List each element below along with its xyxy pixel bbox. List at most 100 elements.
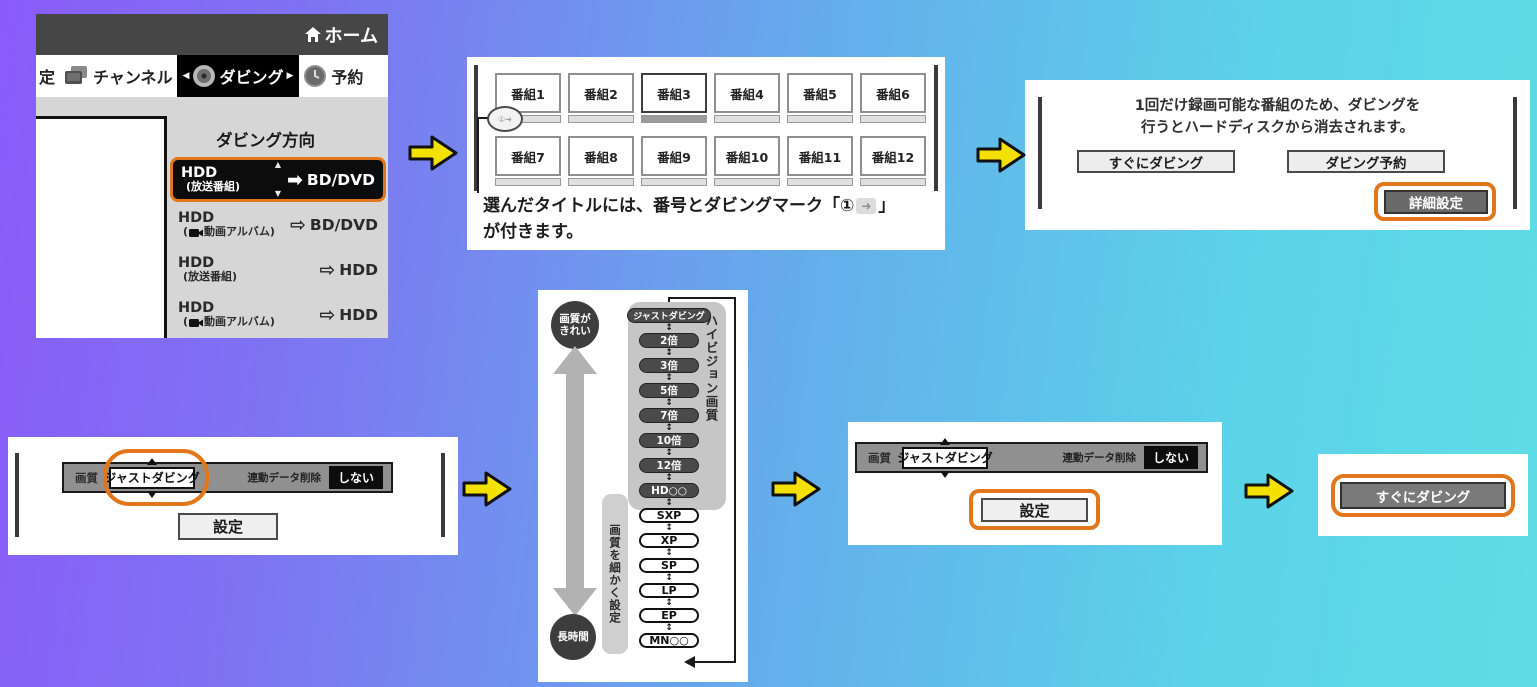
- set-button[interactable]: 設定: [178, 513, 278, 540]
- tab-reserve-label: 予約: [331, 68, 364, 87]
- program-cell[interactable]: 番組1: [495, 73, 561, 123]
- program-cell[interactable]: 番組12: [860, 136, 926, 186]
- direction-item-hdd-to-bddvd[interactable]: ▲ HDD (放送番組) ➡ BD/DVD ▼: [170, 157, 386, 202]
- program-cell[interactable]: 番組10: [714, 136, 780, 186]
- tab-settings[interactable]: 定: [36, 55, 59, 97]
- mode-5x[interactable]: 5倍: [639, 383, 699, 398]
- caption-line1: 選んだタイトルには、番号とダビングマーク「①➜」: [483, 196, 896, 216]
- updown-arrow-icon: ↕: [665, 498, 673, 508]
- edge-bar: [474, 65, 478, 191]
- mode-hd[interactable]: HD○○: [639, 483, 699, 498]
- flow-arrow-icon: [408, 135, 458, 171]
- program-cell[interactable]: 番組2: [568, 73, 634, 123]
- panel-confirm: 1回だけ録画可能な番組のため、ダビングを 行うとハードディスクから消去されます。…: [1025, 80, 1530, 230]
- menu-content: ダビング方向 ▲ HDD (放送番組) ➡ BD/DVD ▼ HDD ( 動画ア…: [36, 97, 388, 338]
- mode-xp[interactable]: XP: [639, 533, 699, 548]
- arrow-outline-icon: ⇨: [319, 258, 336, 281]
- linked-data-toggle[interactable]: しない: [328, 466, 383, 489]
- quality-value-selector[interactable]: ジャストダビング: [897, 437, 993, 478]
- paren: (: [183, 315, 189, 329]
- item-target: HDD: [339, 305, 378, 324]
- quality-mode-list: ジャストダビング ↕ 2倍 ↕ 3倍 ↕ 5倍 ↕ 7倍 ↕ 10倍 ↕ 12倍…: [627, 308, 711, 648]
- dub-reserve-button[interactable]: ダビング予約: [1287, 150, 1445, 173]
- tab-channel-label: チャンネル: [93, 68, 173, 87]
- scroll-down-icon: ▼: [274, 189, 282, 198]
- program-strip: [568, 115, 634, 123]
- updown-arrow-icon: ↕: [665, 473, 673, 483]
- updown-arrow-icon: ↕: [665, 623, 673, 633]
- tab-left-caret-icon[interactable]: ◀: [182, 70, 190, 81]
- program-strip: [568, 178, 634, 186]
- quality-label: 画質: [868, 450, 891, 465]
- direction-item-album-to-bddvd[interactable]: HDD ( 動画アルバム) ⇨ BD/DVD: [170, 202, 386, 247]
- edge-bar: [441, 453, 445, 537]
- home-label[interactable]: ホーム: [324, 25, 378, 47]
- callout-line: [477, 117, 489, 193]
- tab-reserve[interactable]: 予約: [299, 55, 367, 97]
- program-cell[interactable]: 番組8: [568, 136, 634, 186]
- arrow-outline-icon: ⇨: [290, 213, 306, 236]
- program-cell[interactable]: 番組6: [860, 73, 926, 123]
- mode-3x[interactable]: 3倍: [639, 358, 699, 373]
- mode-sp[interactable]: SP: [639, 558, 699, 573]
- mode-lp[interactable]: LP: [639, 583, 699, 598]
- set-button[interactable]: 設定: [981, 498, 1088, 522]
- program-cell[interactable]: 番組11: [787, 136, 853, 186]
- panel-quality-scale: 画質がきれい 長時間 画質を細かく設定 ハイビジョン画質 ジャストダビング ↕ …: [538, 290, 748, 682]
- program-cell[interactable]: 番組5: [787, 73, 853, 123]
- content-step-frame: [36, 116, 167, 338]
- long-duration-label: 長時間: [550, 614, 596, 660]
- program-strip: [787, 178, 853, 186]
- updown-arrow-icon: ↕: [665, 573, 673, 583]
- program-title: 番組8: [568, 136, 634, 176]
- program-title: 番組7: [495, 136, 561, 176]
- dub-mark-icon: ①➜: [498, 114, 512, 124]
- updown-arrow-icon: ↕: [665, 398, 673, 408]
- program-cell[interactable]: 番組7: [495, 136, 561, 186]
- value-up-icon[interactable]: [940, 437, 950, 445]
- flow-arrow-icon: [976, 137, 1026, 173]
- item-source: HDD: [178, 210, 215, 227]
- linked-data-toggle[interactable]: しない: [1143, 446, 1198, 469]
- value-down-icon[interactable]: [940, 470, 950, 478]
- tab-dubbing[interactable]: ◀ ダビング ▶: [176, 55, 300, 97]
- home-icon: [304, 27, 321, 42]
- dub-now-button[interactable]: すぐにダビング: [1340, 482, 1506, 509]
- direction-item-album-to-hdd[interactable]: HDD ( 動画アルバム) ⇨ HDD: [170, 292, 386, 337]
- panel-quality-select: 画質 ジャストダビング 連動データ削除 しない 設定: [8, 437, 458, 555]
- value-up-icon[interactable]: [147, 457, 157, 465]
- mode-ep[interactable]: EP: [639, 608, 699, 623]
- mode-2x[interactable]: 2倍: [639, 333, 699, 348]
- updown-arrow-icon: ↕: [665, 448, 673, 458]
- value-down-icon[interactable]: [147, 490, 157, 498]
- mode-10x[interactable]: 10倍: [639, 433, 699, 448]
- mode-sxp[interactable]: SXP: [639, 508, 699, 523]
- quality-label: 画質: [75, 470, 98, 485]
- program-strip: [787, 115, 853, 123]
- direction-item-hdd-to-hdd[interactable]: HDD (放送番組) ⇨ HDD: [170, 247, 386, 292]
- program-cell[interactable]: 番組4: [714, 73, 780, 123]
- updown-arrow-icon: ↕: [665, 323, 673, 333]
- caption-line2: が付きます。: [483, 222, 584, 243]
- linked-data-label: 連動データ削除: [1062, 452, 1136, 464]
- quality-value: ジャストダビング: [104, 471, 200, 485]
- dub-now-button[interactable]: すぐにダビング: [1077, 150, 1235, 173]
- mode-12x[interactable]: 12倍: [639, 458, 699, 473]
- program-cell[interactable]: 番組9: [641, 136, 707, 186]
- flow-arrow-icon: [1244, 473, 1294, 509]
- panel-final: すぐにダビング: [1318, 454, 1528, 536]
- mode-just-dubbing[interactable]: ジャストダビング: [627, 308, 711, 323]
- linked-data-label: 連動データ削除: [247, 472, 321, 484]
- program-strip: [714, 115, 780, 123]
- edge-bar: [15, 453, 19, 537]
- program-cell-focused[interactable]: 番組3: [641, 73, 707, 123]
- detail-settings-button[interactable]: 詳細設定: [1384, 190, 1488, 214]
- program-strip: [860, 178, 926, 186]
- tab-right-caret-icon[interactable]: ▶: [286, 70, 294, 81]
- mode-mn[interactable]: MN○○: [639, 633, 699, 648]
- updown-arrow-icon: ↕: [665, 548, 673, 558]
- tab-channel[interactable]: チャンネル: [59, 55, 177, 97]
- mode-7x[interactable]: 7倍: [639, 408, 699, 423]
- quality-value-selector[interactable]: ジャストダビング: [104, 457, 200, 498]
